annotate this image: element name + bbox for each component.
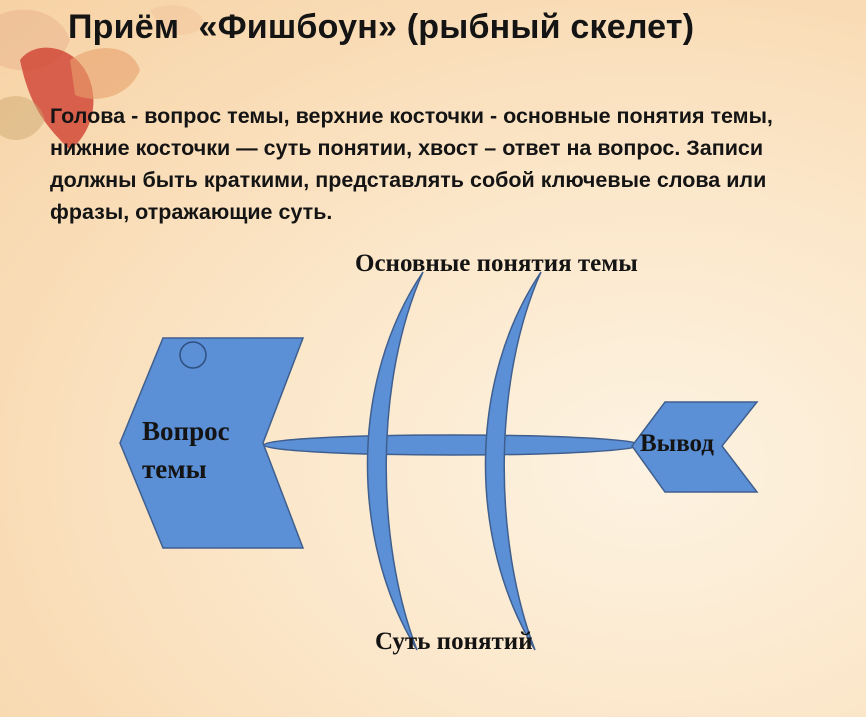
head-label: Вопрос темы (142, 416, 230, 484)
fish-spine (263, 434, 641, 456)
slide-description: Голова - вопрос темы, верхние косточки -… (50, 104, 773, 224)
fish-head (119, 337, 305, 549)
tail-label: Вывод (640, 430, 714, 457)
fish-eye-icon (179, 341, 207, 369)
bottom-bones-label: Суть понятий (375, 628, 533, 655)
fish-bone-right (484, 271, 542, 651)
slide-title: Приём «Фишбоун» (рыбный скелет) (68, 8, 695, 46)
fish-bone-left (366, 271, 424, 651)
top-bones-label: Основные понятия темы (355, 250, 638, 277)
autumn-leaves-decoration (0, 5, 205, 150)
fish-tail (631, 401, 759, 493)
